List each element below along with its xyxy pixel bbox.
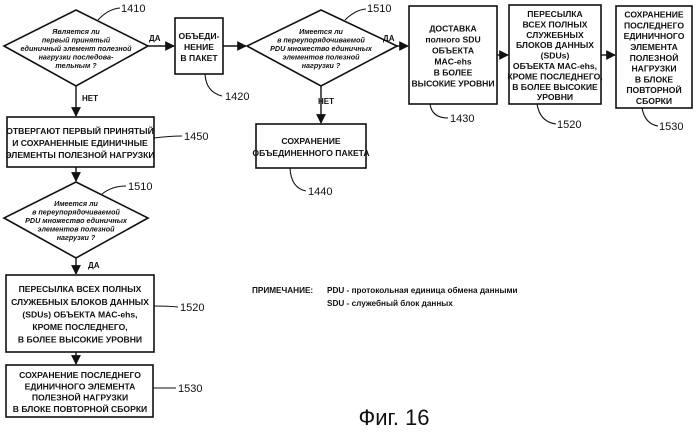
node-text-line: ЭЛЕМЕНТА <box>630 42 678 52</box>
box-1420-text: ОБЪЕДИ-НЕНИЕВ ПАКЕТ <box>179 31 220 63</box>
node-text-line: В БОЛЕЕ ВЫСОКИЕ УРОВНИ <box>18 335 142 345</box>
node-text-line: ПЕРЕСЫЛКА <box>527 9 582 19</box>
ref-1530-left: 1530 <box>178 383 202 395</box>
node-text-line: ВЫСОКИЕ УРОВНИ <box>411 78 494 88</box>
node-text-line: ЕДИНИЧНОГО ЭЛЕМЕНТА <box>25 381 136 391</box>
node-text-line: нагрузки ? <box>57 233 96 242</box>
node-text-line: НЕНИЕ <box>184 42 214 52</box>
node-text-line: ПОЛЕЗНОЙ НАГРУЗКИ <box>32 392 128 403</box>
node-text-line: ДОСТАВКА <box>429 23 476 33</box>
node-text-line: ОБЪЕДИНЕННОГО ПАКЕТА <box>252 148 369 158</box>
node-text-line: В БОЛЕЕ <box>434 67 473 77</box>
node-text-line: НАГРУЗКИ <box>631 64 676 74</box>
label-yes-1410: ДА <box>149 34 161 43</box>
box-1520-left: ПЕРЕСЫЛКА ВСЕХ ПОЛНЫХ СЛУЖЕБНЫХ БЛОКОВ ДА… <box>6 275 154 352</box>
decision-1510-left: Имеется лив переупорядочиваемойPDU множе… <box>4 182 148 258</box>
node-text-line: В ПАКЕТ <box>180 53 218 63</box>
ref-1510-left: 1510 <box>128 181 152 193</box>
label-no-1410: НЕТ <box>82 94 98 103</box>
figure-caption: Фиг. 16 <box>358 405 429 430</box>
node-text-line: тельным ? <box>55 61 97 70</box>
box-1530-top-text: СОХРАНЕНИЕПОСЛЕДНЕГОЕДИНИЧНОГОЭЛЕМЕНТАПО… <box>624 10 685 106</box>
leader-1420 <box>205 74 222 96</box>
node-text-line: СЛУЖЕБНЫХ <box>526 30 584 40</box>
ref-1520-left: 1520 <box>180 302 204 314</box>
node-text-line: СЛУЖЕБНЫХ БЛОКОВ ДАННЫХ <box>11 297 149 307</box>
node-text-line: В БОЛЕЕ ВЫСОКИЕ <box>512 82 598 92</box>
ref-1520-top: 1520 <box>557 119 581 131</box>
box-1520-left-text: ПЕРЕСЫЛКА ВСЕХ ПОЛНЫХ СЛУЖЕБНЫХ БЛОКОВ ДА… <box>11 284 149 344</box>
note-pdu: PDU - протокольная единица обмена данным… <box>327 285 518 295</box>
node-text-line: ПОЛЕЗНОЙ <box>630 52 679 63</box>
ref-1410: 1410 <box>121 3 145 15</box>
node-text-line: (SDUs) <box>541 51 570 61</box>
node-text-line: И СОХРАНЕННЫЕ ЕДИНИЧНЫЕ <box>12 138 148 148</box>
node-text-line: В БЛОКЕ ПОВТОРНОЙ СБОРКИ <box>13 403 148 414</box>
ref-1440: 1440 <box>308 186 332 198</box>
node-text-line: нагрузки ? <box>302 61 341 70</box>
node-text-line: полного SDU <box>425 34 480 44</box>
label-no-1510-top: НЕТ <box>318 97 334 106</box>
node-text-line: ПЕРЕСЫЛКА ВСЕХ ПОЛНЫХ <box>19 284 142 294</box>
node-text-line: БЛОКОВ ДАННЫХ <box>516 40 594 50</box>
box-1450-text: ОТВЕРГАЮТ ПЕРВЫЙ ПРИНЯТЫЙ И СОХРАНЕННЫЕ Е… <box>6 125 155 160</box>
node-text-line: MAC-ehs <box>434 56 471 66</box>
node-text-line: ВСЕХ ПОЛНЫХ <box>523 19 588 29</box>
decision-1510-top: Имеется лив переупорядочиваемойPDU множе… <box>247 10 397 86</box>
leader-1430 <box>430 104 448 118</box>
leader-1510-left <box>102 186 126 194</box>
leader-1520-top <box>537 104 556 124</box>
leader-1450 <box>154 136 182 138</box>
note-label: ПРИМЕЧАНИЕ: <box>252 286 313 295</box>
node-text-line: ЭЛЕМЕНТЫ ПОЛЕЗНОЙ НАГРУЗКИ <box>6 149 155 160</box>
ref-1450: 1450 <box>184 131 208 143</box>
box-1530-left: СОХРАНЕНИЕ ПОСЛЕДНЕГОЕДИНИЧНОГО ЭЛЕМЕНТА… <box>6 365 153 417</box>
node-text-line: СОХРАНЕНИЕ ПОСЛЕДНЕГО <box>19 370 141 380</box>
node-text-line: ОБЪЕКТА MAC-ehs, <box>513 61 597 71</box>
box-1420: ОБЪЕДИ-НЕНИЕВ ПАКЕТ <box>175 18 223 74</box>
box-1530-top: СОХРАНЕНИЕПОСЛЕДНЕГОЕДИНИЧНОГОЭЛЕМЕНТАПО… <box>616 6 692 108</box>
box-1450: ОТВЕРГАЮТ ПЕРВЫЙ ПРИНЯТЫЙ И СОХРАНЕННЫЕ Е… <box>6 117 155 167</box>
node-text-line: (SDUs) ОБЪЕКТА MAC-ehs, <box>22 309 137 319</box>
leader-1440 <box>290 168 306 191</box>
leader-1510-top <box>345 9 366 20</box>
label-yes-1510-top: ДА <box>383 34 395 43</box>
decision-1410: Является липервый принятыйединичный элем… <box>4 10 148 86</box>
node-text-line: УРОВНИ <box>537 92 573 102</box>
ref-1420: 1420 <box>225 91 249 103</box>
node-text-line: СОХРАНЕНИЕ <box>624 10 684 20</box>
box-1430: ДОСТАВКАполного SDUОБЪЕКТАMAC-ehsВ БОЛЕЕ… <box>409 6 497 104</box>
box-1440: СОХРАНЕНИЕ ОБЪЕДИНЕННОГО ПАКЕТА <box>252 124 369 168</box>
node-text-line: ПОВТОРНОЙ <box>626 84 681 95</box>
node-text-line: КРОМЕ ПОСЛЕДНЕГО, <box>507 71 602 81</box>
ref-1530-top: 1530 <box>659 121 683 133</box>
node-text-line: КРОМЕ ПОСЛЕДНЕГО, <box>32 322 127 332</box>
leader-1530-top <box>642 108 658 126</box>
ref-1510-top: 1510 <box>367 3 391 15</box>
node-text-line: В БЛОКЕ <box>635 74 674 84</box>
box-1520-top: ПЕРЕСЫЛКАВСЕХ ПОЛНЫХСЛУЖЕБНЫХБЛОКОВ ДАНН… <box>507 5 602 104</box>
leader-1520-left <box>154 306 178 307</box>
node-text-line: СОХРАНЕНИЕ <box>281 136 341 146</box>
node-text-line: СБОРКИ <box>636 96 672 106</box>
box-1530-left-text: СОХРАНЕНИЕ ПОСЛЕДНЕГОЕДИНИЧНОГО ЭЛЕМЕНТА… <box>13 370 148 414</box>
node-text-line: ЕДИНИЧНОГО <box>624 31 685 41</box>
node-text-line: ОТВЕРГАЮТ ПЕРВЫЙ ПРИНЯТЫЙ <box>6 125 154 136</box>
note-sdu: SDU - служебный блок данных <box>327 298 453 308</box>
leader-1410 <box>98 8 120 20</box>
label-yes-1510-left: ДА <box>88 261 100 270</box>
ref-1430: 1430 <box>450 113 474 125</box>
node-text-line: ОБЪЕДИ- <box>179 31 220 41</box>
node-text-line: ПОСЛЕДНЕГО <box>624 20 684 30</box>
node-text-line: ОБЪЕКТА <box>432 45 474 55</box>
